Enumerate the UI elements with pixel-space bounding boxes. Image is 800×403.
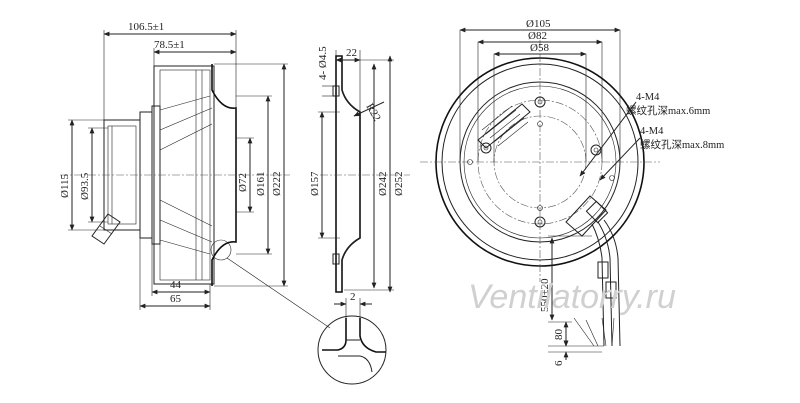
dim-flange-depth: 78.5±1 (154, 39, 185, 51)
watermark: Ventilatorry.ru (468, 278, 676, 316)
dim-len-44: 44 (170, 279, 182, 291)
dim-d93-5: Ø93.5 (79, 172, 91, 200)
cooling-fins (477, 103, 531, 149)
dim-len-80: 80 (553, 329, 565, 341)
detail-view: 2 (317, 291, 387, 385)
dim-d105: Ø105 (526, 18, 551, 30)
cable-gland (91, 213, 121, 245)
cable-assembly (565, 195, 621, 347)
dim-d252: Ø252 (393, 172, 405, 196)
dim-d242: Ø242 (377, 172, 389, 196)
mounting-holes (467, 96, 615, 228)
front-view: Ø105 Ø82 Ø58 4-M4 螺纹孔深max.6mm 4-M4 螺纹孔深m… (420, 18, 724, 366)
note-depth-a: 螺纹孔深max.6mm (626, 104, 710, 117)
detail-circle (210, 239, 232, 261)
dim-len-6: 6 (553, 360, 565, 366)
dim-d72: Ø72 (237, 173, 249, 192)
dim-gap-2: 2 (350, 291, 356, 303)
dim-d157: Ø157 (309, 171, 321, 196)
hole-top (534, 96, 546, 108)
dim-holes: 4- Ø4.5 (317, 46, 329, 80)
dim-radius: R22 (363, 102, 383, 124)
dim-d222: Ø222 (271, 172, 283, 196)
dim-d82: Ø82 (528, 30, 547, 42)
dim-d161: Ø161 (255, 172, 267, 196)
dim-d58: Ø58 (530, 42, 549, 54)
note-m4-b: 4-M4 (640, 126, 664, 137)
note-m4-a: 4-M4 (636, 92, 660, 103)
dim-width-22: 22 (346, 47, 357, 59)
inlet-ring (211, 64, 237, 286)
note-depth-b: 螺纹孔深max.8mm (640, 138, 724, 151)
side-view: 106.5±1 78.5±1 Ø115 Ø93.5 Ø72 Ø161 Ø222 … (59, 21, 331, 329)
inlet-ring-view: 22 4- Ø4.5 R22 Ø157 Ø242 Ø252 (309, 46, 410, 293)
hole-left (480, 142, 492, 154)
ring-profile (335, 55, 361, 293)
detail-magnifier (317, 315, 387, 385)
dim-overall-depth: 106.5±1 (128, 21, 164, 33)
dim-d115: Ø115 (59, 173, 71, 198)
dim-cable-len: 550±20 (539, 278, 551, 312)
hole-bottom (534, 216, 546, 228)
dim-len-65: 65 (170, 293, 182, 305)
